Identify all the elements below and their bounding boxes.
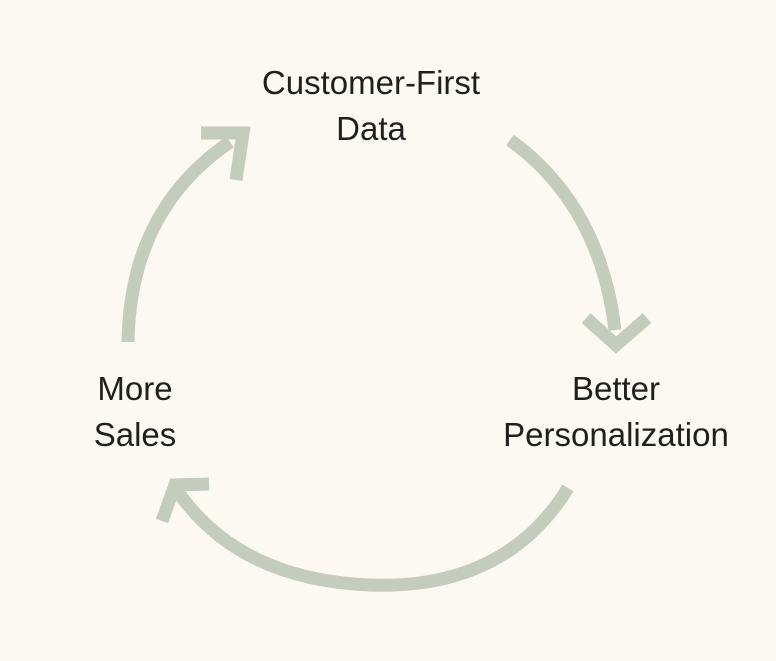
arrowhead-top-to-right bbox=[581, 313, 652, 354]
node-label-line: Customer-First bbox=[261, 64, 481, 101]
node-label-line: More bbox=[97, 370, 173, 407]
node-label-line: Sales bbox=[93, 416, 177, 453]
node-label-line: Personalization bbox=[503, 416, 729, 453]
node-label-line: Better bbox=[571, 370, 661, 407]
node-label-line: Data bbox=[336, 110, 406, 147]
node-more-sales: More Sales bbox=[60, 366, 210, 458]
node-better-personalization: Better Personalization bbox=[476, 366, 756, 458]
arrow-top-to-right bbox=[506, 134, 622, 331]
arrow-left-to-top bbox=[121, 136, 234, 343]
arrowhead-left-to-top bbox=[201, 126, 251, 181]
node-customer-first-data: Customer-First Data bbox=[213, 60, 529, 152]
arrowhead-right-to-left bbox=[155, 477, 210, 524]
arrow-right-to-left bbox=[172, 484, 574, 592]
